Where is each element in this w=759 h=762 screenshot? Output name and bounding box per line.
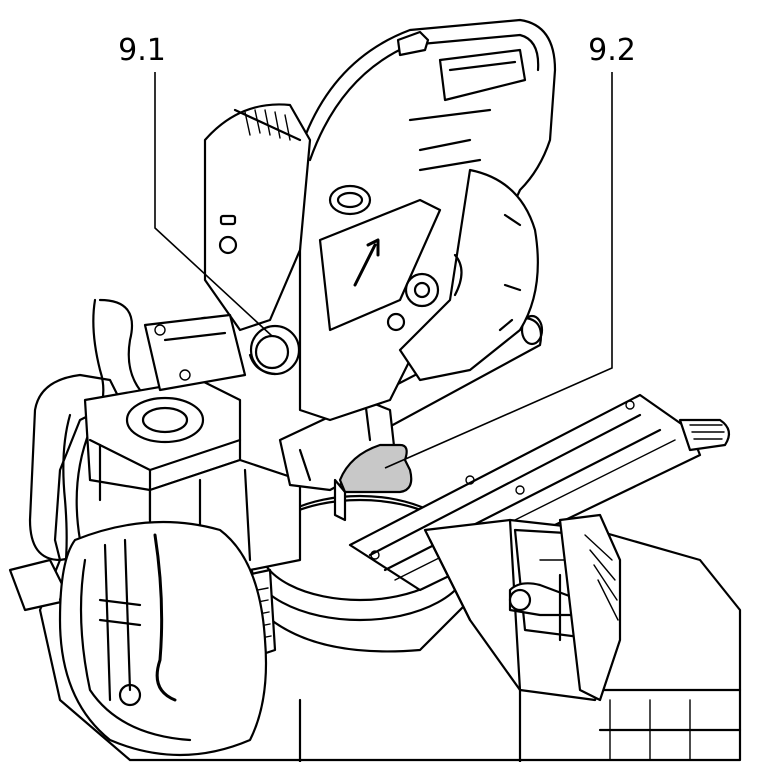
right-workpiece-support bbox=[558, 513, 622, 702]
leader-9-2 bbox=[384, 72, 613, 469]
laser-shield bbox=[333, 443, 413, 522]
leader-9-1 bbox=[154, 72, 273, 337]
head-lock-knob bbox=[248, 324, 301, 376]
callout-label-9-1: 9.1 bbox=[118, 33, 166, 68]
saw-blade bbox=[386, 168, 539, 382]
callout-leaders bbox=[154, 72, 613, 469]
upper-blade-guard bbox=[298, 18, 557, 422]
lower-blade-guard bbox=[58, 520, 268, 757]
callout-label-9-2: 9.2 bbox=[588, 33, 636, 68]
bevel-lock-post bbox=[143, 313, 247, 392]
direction-arrow bbox=[353, 238, 380, 287]
motor-housing bbox=[203, 103, 312, 332]
